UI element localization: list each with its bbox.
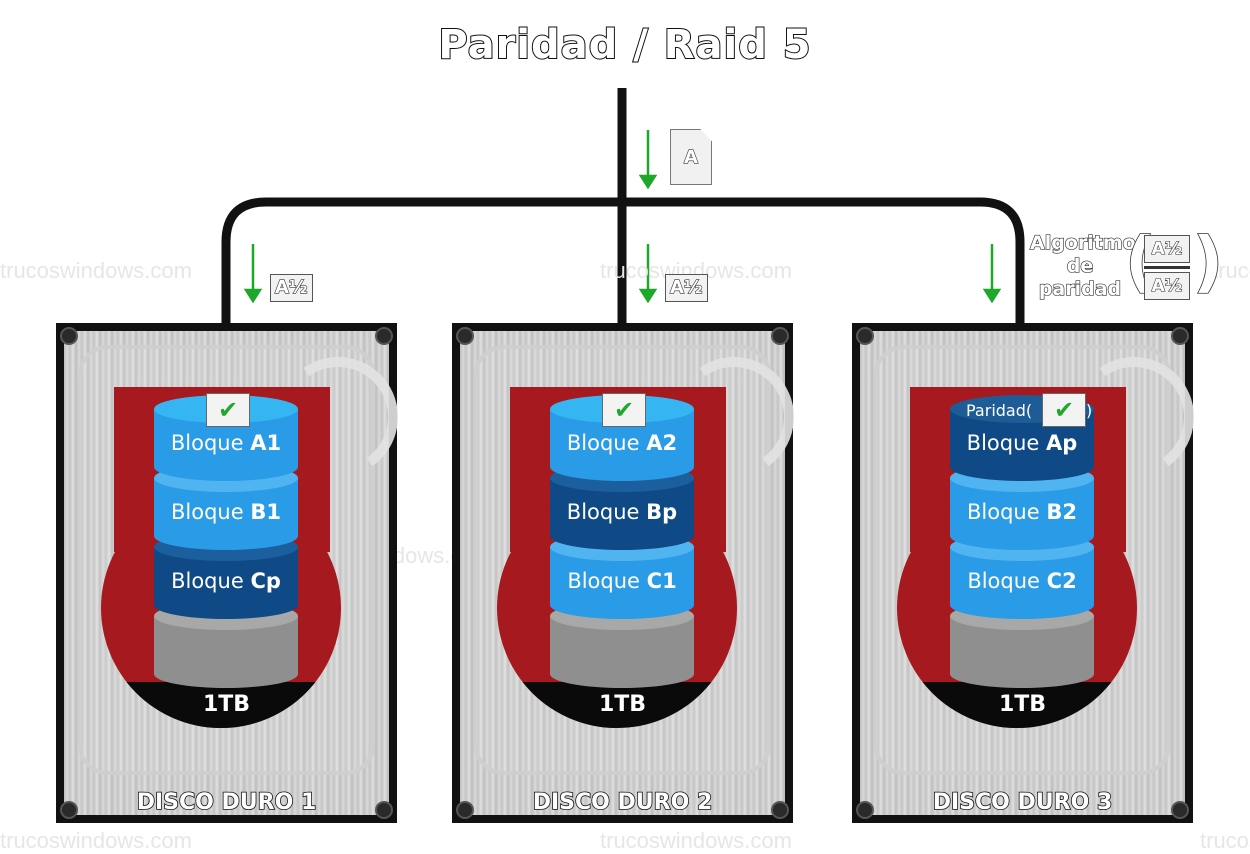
incoming-file-icon: A — [670, 129, 712, 185]
algorithm-line: de — [1066, 254, 1094, 277]
block-segment: Bloque Cp — [154, 533, 298, 619]
fraction-denominator: A½ — [1144, 272, 1190, 300]
block-prefix: Bloque — [966, 431, 1040, 455]
block-label: Bloque Ap — [950, 431, 1094, 455]
parity-fraction: A½ A½ — [1144, 235, 1190, 300]
screw-icon — [771, 801, 789, 819]
block-label: Bloque B1 — [154, 500, 298, 524]
block-prefix: Bloque — [967, 569, 1040, 593]
block-segment: Bloque Bp — [550, 464, 694, 550]
fraction-numerator: A½ — [1144, 235, 1190, 263]
disk-capacity: 1TB — [598, 692, 647, 717]
half-block-chip: A½ — [665, 274, 708, 302]
block-id: Cp — [250, 569, 281, 593]
check-file-icon: ✔ — [1042, 393, 1086, 427]
block-prefix: Bloque — [566, 431, 640, 455]
disk-capacity: 1TB — [998, 692, 1047, 717]
block-prefix: Bloque — [567, 569, 640, 593]
disk-name: DISCO DURO 1 — [136, 789, 317, 816]
screw-icon — [1171, 327, 1189, 345]
free-space-segment — [950, 602, 1094, 688]
down-arrows — [243, 130, 1002, 304]
diagram-title: Paridad / Raid 5 — [437, 21, 812, 69]
half-block-chip: A½ — [270, 274, 313, 302]
free-space-segment — [154, 602, 298, 688]
parity-top-label: Paridad( — [966, 401, 1033, 420]
block-label: Bloque C2 — [950, 569, 1094, 593]
screw-icon — [456, 327, 474, 345]
block-prefix: Bloque — [170, 431, 244, 455]
block-id: C1 — [646, 569, 677, 593]
block-segment: Bloque B2 — [950, 464, 1094, 550]
block-label: Bloque A1 — [154, 431, 298, 455]
parity-top-label-end: ) — [1086, 401, 1093, 420]
screw-icon — [375, 327, 393, 345]
incoming-file-label: A — [683, 146, 698, 168]
block-segment: Bloque C1 — [550, 533, 694, 619]
disk-capacity: 1TB — [202, 692, 251, 717]
screw-icon — [60, 801, 78, 819]
algorithm-line: paridad — [1038, 277, 1122, 300]
block-prefix: Bloque — [566, 500, 640, 524]
block-id: A2 — [646, 431, 678, 455]
screw-icon — [60, 327, 78, 345]
fraction-bar — [1144, 266, 1190, 269]
screw-icon — [375, 801, 393, 819]
block-id: B1 — [250, 500, 281, 524]
free-space-segment — [550, 602, 694, 688]
watermark: trucoswindows.com — [1200, 828, 1250, 853]
disk-name: DISCO DURO 2 — [532, 789, 713, 816]
block-segment: Bloque B1 — [154, 464, 298, 550]
watermark: trucoswindows.com — [0, 828, 192, 853]
block-stack: Bloque Cp Bloque B1 Bloque A1 — [154, 391, 298, 701]
watermark: trucoswindows.com — [600, 828, 792, 853]
block-label: Bloque Cp — [154, 569, 298, 593]
screw-icon — [856, 327, 874, 345]
block-id: B2 — [1046, 500, 1077, 524]
block-prefix: Bloque — [171, 569, 244, 593]
block-segment: Bloque Ap — [950, 395, 1094, 481]
block-label: Bloque C1 — [550, 569, 694, 593]
screw-icon — [771, 327, 789, 345]
block-id: A1 — [250, 431, 282, 455]
watermark: trucoswindows.com — [0, 258, 192, 283]
block-prefix: Bloque — [967, 500, 1040, 524]
block-stack: Bloque C2 Bloque B2 Bloque Ap — [950, 391, 1094, 701]
screw-icon — [1171, 801, 1189, 819]
right-paren-icon: ) — [1192, 222, 1224, 301]
block-label: Bloque A2 — [550, 431, 694, 455]
screw-icon — [856, 801, 874, 819]
check-file-icon: ✔ — [206, 393, 250, 427]
block-id: Bp — [646, 500, 678, 524]
screw-icon — [456, 801, 474, 819]
parity-algorithm-label: Algoritmo de paridad — [1029, 231, 1136, 301]
check-file-icon: ✔ — [602, 393, 646, 427]
block-segment: Bloque C2 — [950, 533, 1094, 619]
block-id: Ap — [1046, 431, 1078, 455]
block-stack: Bloque C1 Bloque Bp Bloque A2 — [550, 391, 694, 701]
disk-name: DISCO DURO 3 — [932, 789, 1113, 816]
block-id: C2 — [1046, 569, 1077, 593]
block-prefix: Bloque — [171, 500, 244, 524]
block-label: Bloque B2 — [950, 500, 1094, 524]
watermark: trucoswindows.com — [1212, 258, 1250, 283]
algorithm-line: Algoritmo — [1029, 231, 1136, 254]
block-label: Bloque Bp — [550, 500, 694, 524]
